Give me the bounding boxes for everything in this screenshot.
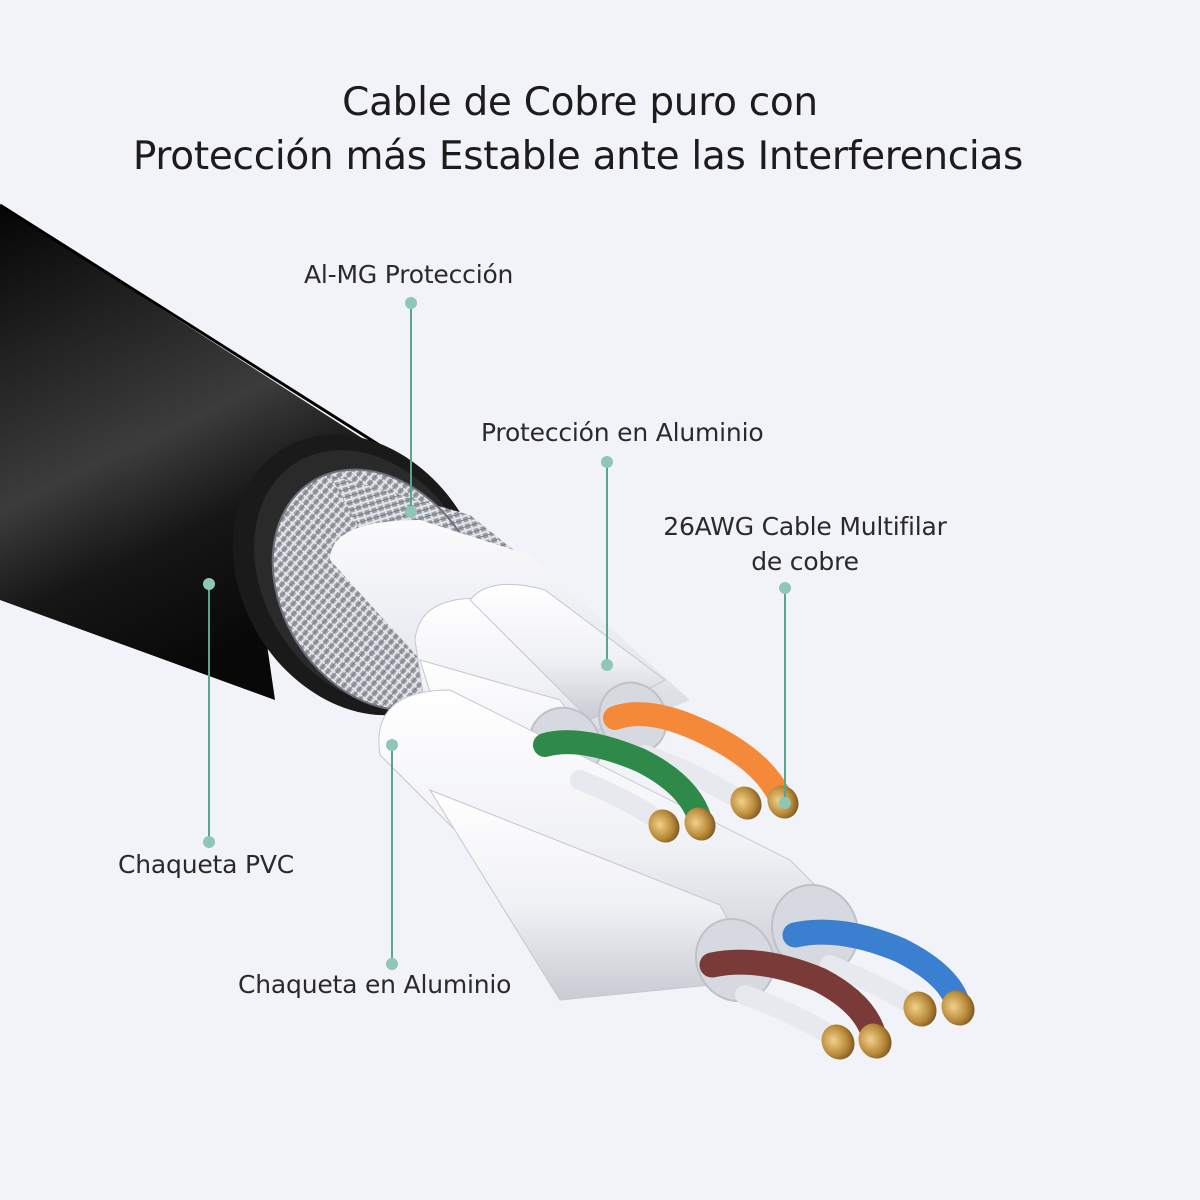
callout-al-mg	[405, 297, 417, 518]
twisted-pair-green	[533, 730, 716, 843]
label-al-mg-protection: Al-MG Protección	[304, 260, 514, 289]
label-pvc-jacket: Chaqueta PVC	[118, 850, 295, 879]
twisted-pair-brown	[699, 949, 892, 1060]
callout-pvc-jacket	[203, 578, 215, 848]
label-aluminum-jacket: Chaqueta en Aluminio	[238, 970, 512, 999]
callout-aluminum-shield	[601, 456, 613, 671]
twisted-pair-orange	[603, 702, 799, 820]
pair-tubes	[378, 583, 860, 1003]
label-aluminum-shield: Protección en Aluminio	[481, 418, 764, 447]
callout-aluminum-jacket	[386, 739, 398, 970]
title-line-1: Cable de Cobre puro con	[342, 80, 818, 125]
callout-conductor	[779, 582, 791, 809]
twisted-pair-blue	[782, 919, 975, 1027]
title-line-2: Protección más Estable ante las Interfer…	[132, 134, 1024, 179]
label-conductor-line-2: de cobre	[751, 547, 859, 576]
label-conductor-line-1: 26AWG Cable Multifilar	[663, 512, 947, 541]
